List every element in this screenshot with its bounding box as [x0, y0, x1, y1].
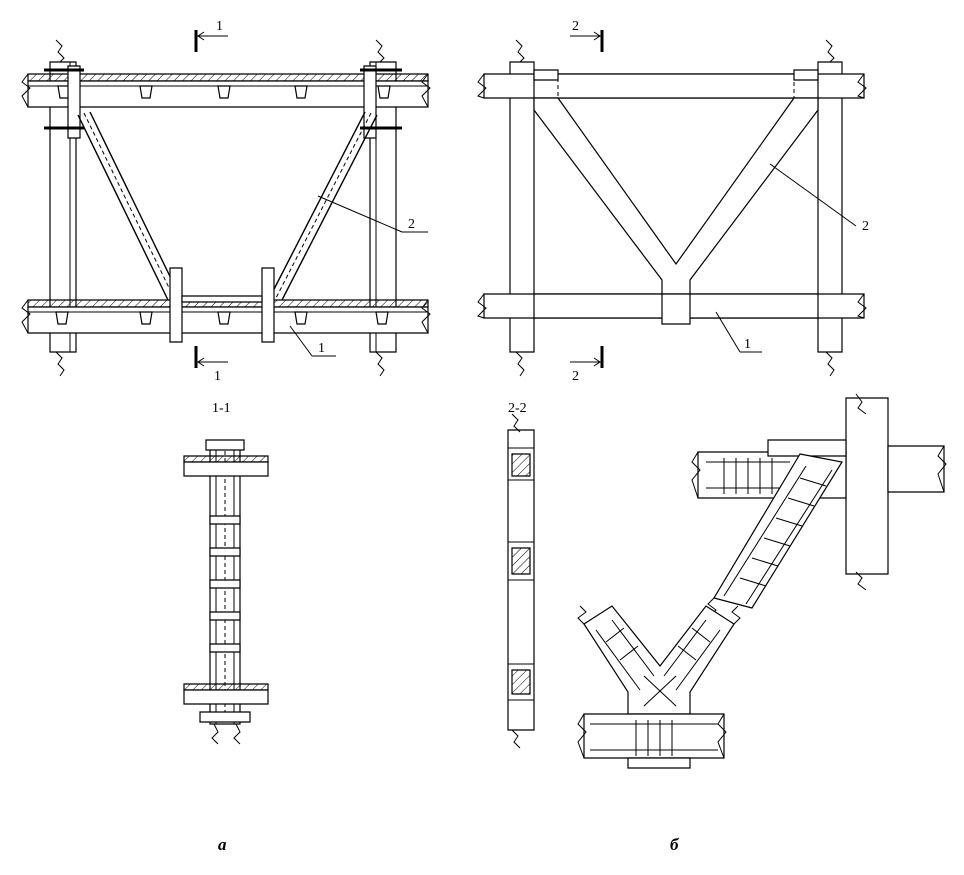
callout-b-beam: 1: [744, 337, 751, 352]
detail-reinforcement: [578, 394, 946, 768]
section-1-1: 1-1: [184, 401, 268, 744]
gusset-right: [262, 268, 274, 342]
section-mark-2-bottom: 2: [572, 369, 579, 384]
callout-a-beam: 1: [318, 341, 325, 356]
caption-a: а: [218, 835, 227, 854]
section-1-1-title: 1-1: [212, 401, 231, 416]
callout-b-brace: 2: [862, 219, 869, 234]
caption-b: б: [670, 835, 680, 854]
section-mark-1-top: 1: [216, 19, 223, 34]
gusset-left: [170, 268, 182, 342]
section-2-2-title: 2-2: [508, 401, 527, 416]
section-mark-2-top: 2: [572, 19, 579, 34]
brace-left: [78, 112, 180, 300]
section-2-2: 2-2: [508, 401, 534, 748]
section-mark-1-bottom: 1: [214, 369, 221, 384]
view-a-frame: 1 1 2 1: [22, 19, 430, 384]
b-v-brace: [534, 98, 818, 294]
brace-right: [270, 112, 377, 300]
callout-a-brace: 2: [408, 217, 415, 232]
view-b-frame: 2 2 2 1: [478, 19, 869, 384]
